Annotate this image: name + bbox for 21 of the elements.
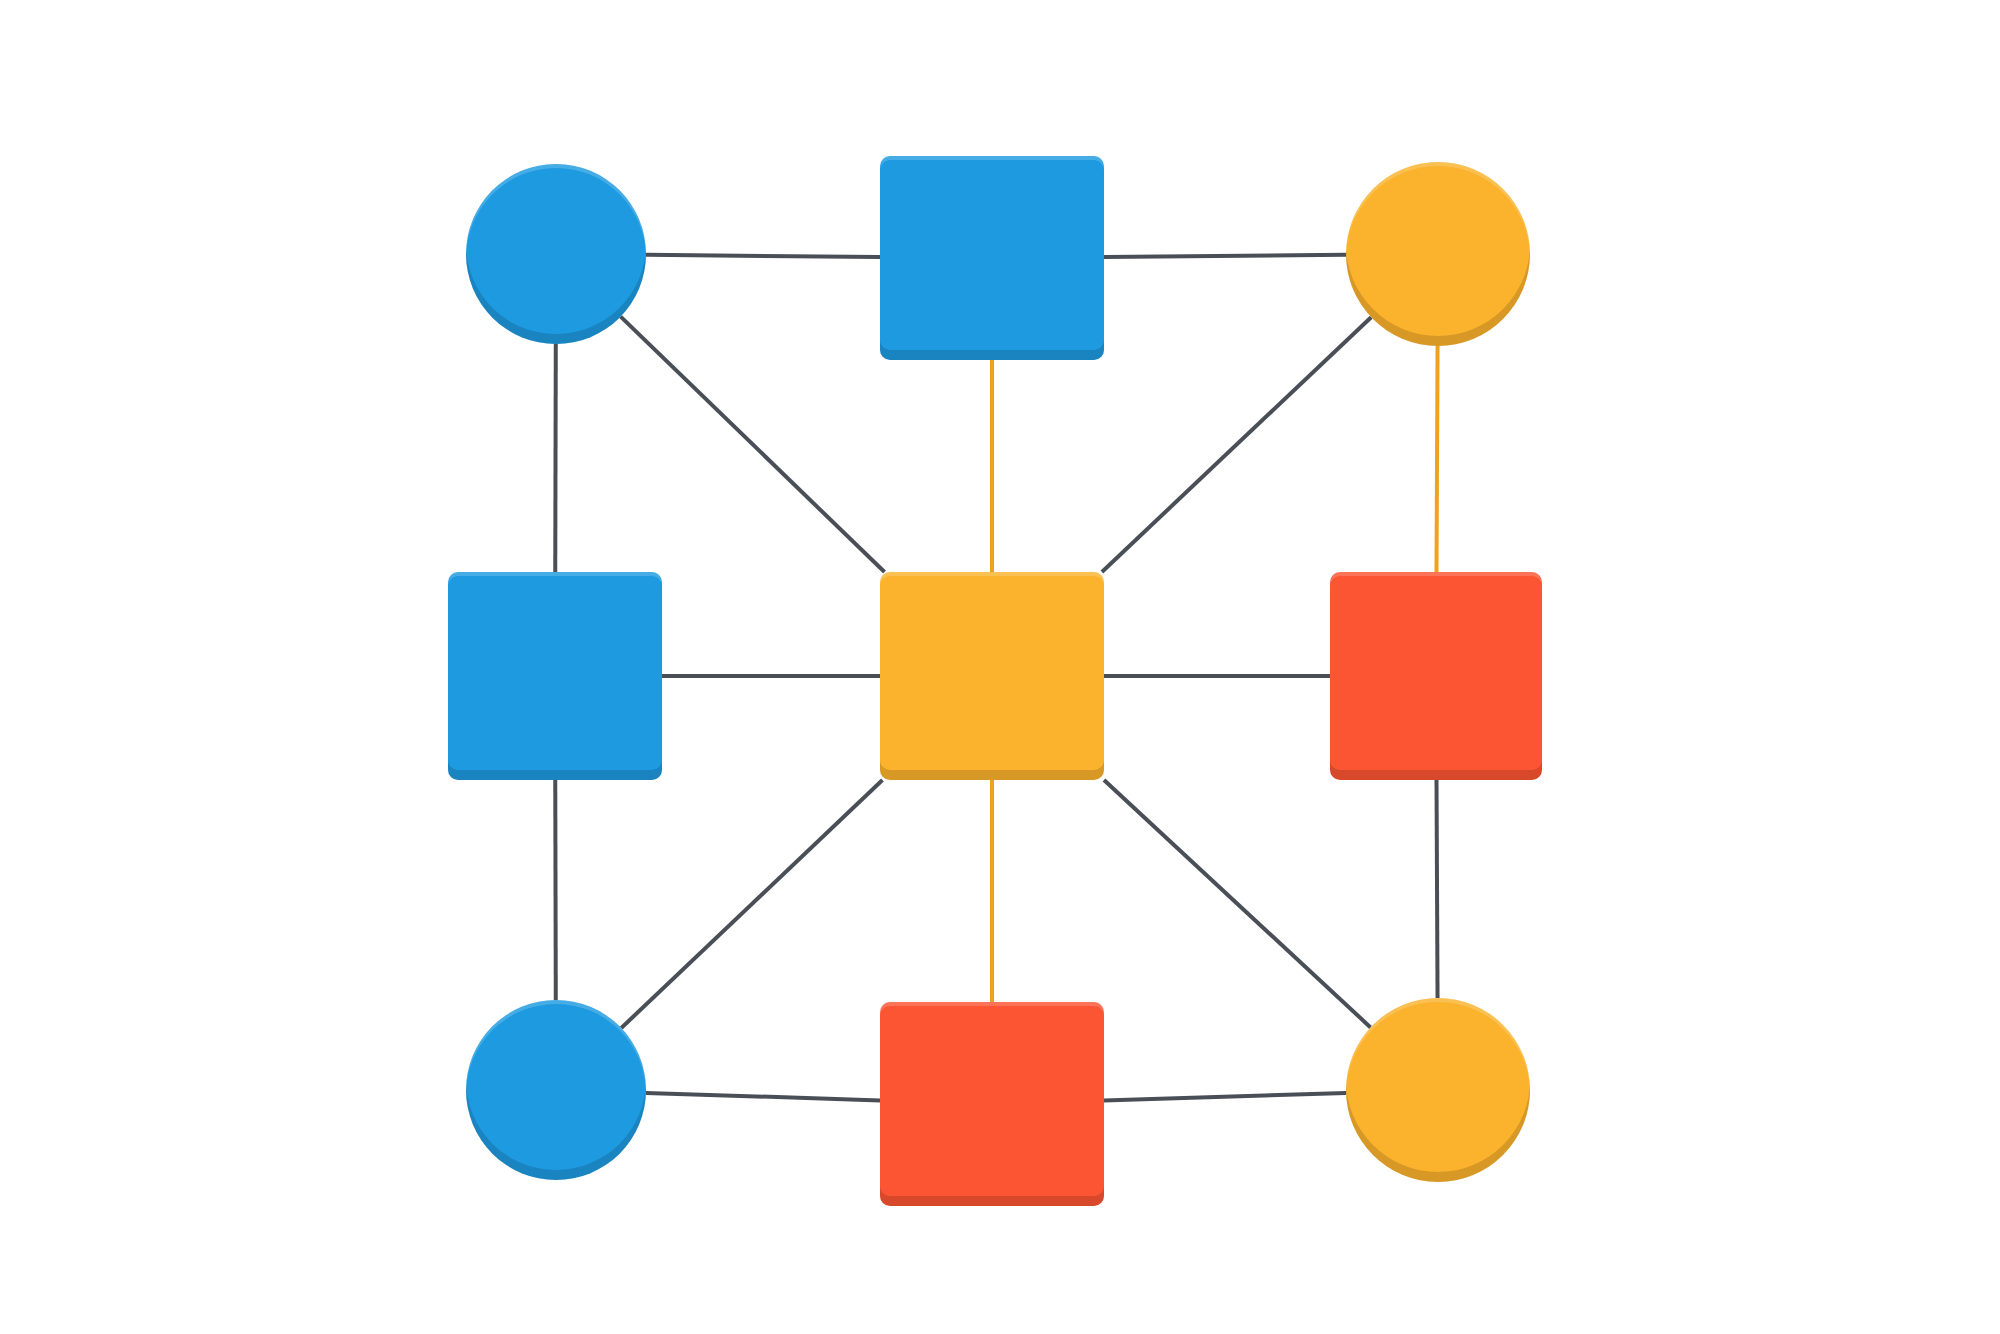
connector-line bbox=[645, 1090, 881, 1103]
square-node bbox=[880, 156, 1104, 360]
connector-line bbox=[1434, 346, 1440, 572]
connector-line bbox=[619, 315, 886, 574]
connector-line bbox=[990, 360, 994, 572]
square-node bbox=[880, 572, 1104, 780]
connector-line bbox=[619, 778, 884, 1030]
connector-line bbox=[1104, 674, 1330, 678]
connector-line bbox=[662, 674, 880, 678]
connector-line bbox=[553, 344, 558, 572]
square-node bbox=[448, 572, 662, 780]
square-node bbox=[1330, 572, 1542, 780]
connector-line bbox=[646, 252, 880, 259]
connector-line bbox=[1103, 252, 1346, 259]
connector-line bbox=[1103, 1090, 1347, 1103]
square-node bbox=[880, 1002, 1104, 1206]
connector-line bbox=[1434, 780, 1440, 998]
connector-line bbox=[1102, 778, 1372, 1029]
connector-line bbox=[990, 780, 994, 1002]
connector-line bbox=[553, 780, 558, 1000]
connector-line bbox=[1100, 315, 1373, 574]
